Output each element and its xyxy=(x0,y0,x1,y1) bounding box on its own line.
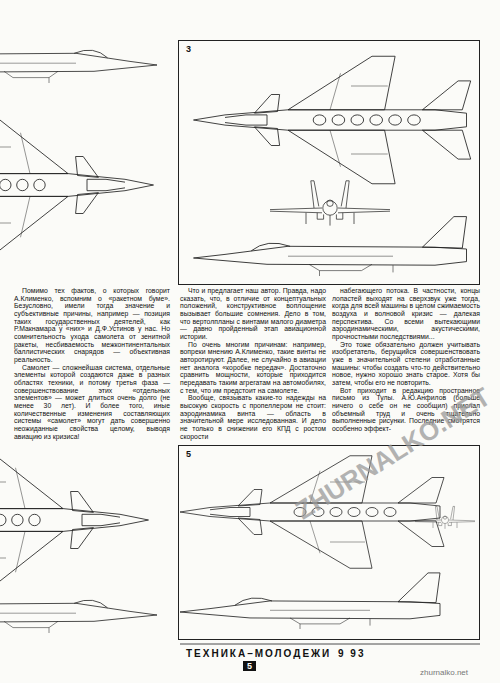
top-view xyxy=(0,114,154,257)
body-paragraph: Помимо тех фактов, о которых говорит А.К… xyxy=(14,287,170,364)
watermark-small: zhurnalko.net xyxy=(420,668,468,677)
side-view xyxy=(0,574,157,633)
body-paragraph: По очень многим причинам: например, вопр… xyxy=(180,341,326,395)
top-view xyxy=(0,449,149,592)
figure-panel: 3 xyxy=(178,40,480,285)
text-column: Что и предлагает наш автор. Правда, надо… xyxy=(180,287,326,440)
body-paragraph: Самолет — сложнейшая система, отдельные … xyxy=(14,364,170,441)
body-paragraph: набегающего потока. В частности, концы л… xyxy=(332,287,480,341)
top-view xyxy=(194,56,471,184)
figure-number: 3 xyxy=(185,44,192,54)
front-view xyxy=(415,506,475,528)
body-paragraph: Вообще, связывать какие-то надежды на вы… xyxy=(180,394,326,440)
magazine-title: ТЕХНИКА–МОЛОДЕЖИ xyxy=(186,648,331,659)
body-paragraph: Что и предлагает наш автор. Правда, надо… xyxy=(180,287,326,341)
side-view xyxy=(194,217,467,276)
issue-number: 9 93 xyxy=(338,648,365,659)
front-view xyxy=(270,181,390,226)
footer-rule xyxy=(180,644,480,645)
text-column: Помимо тех фактов, о которых говорит А.К… xyxy=(14,287,170,440)
page-number: 5 xyxy=(243,661,256,671)
side-view xyxy=(180,573,440,629)
body-paragraph: Это тоже обязательно должен учитывать из… xyxy=(332,341,480,387)
side-view xyxy=(0,24,157,83)
figure-number: 5 xyxy=(185,449,192,459)
